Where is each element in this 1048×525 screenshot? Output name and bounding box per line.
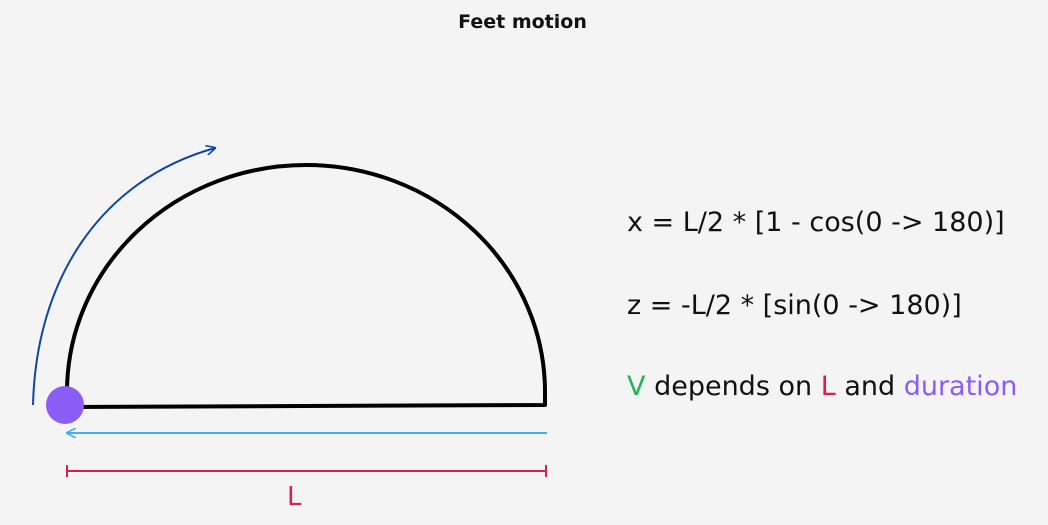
and-text: and bbox=[835, 371, 904, 402]
depends-on-text: depends on bbox=[645, 371, 821, 402]
x-formula: x = L/2 * [1 - cos(0 -> 180)] bbox=[627, 207, 1005, 238]
motion-direction-arrow bbox=[32, 148, 215, 406]
velocity-symbol: V bbox=[627, 371, 646, 402]
length-symbol: L bbox=[820, 371, 836, 402]
duration-word: duration bbox=[903, 371, 1018, 402]
z-formula: z = -L/2 * [sin(0 -> 180)] bbox=[627, 290, 962, 321]
velocity-note: V depends on L and duration bbox=[627, 371, 1017, 402]
length-dimension-line bbox=[66, 465, 547, 477]
foot-trajectory-path bbox=[65, 163, 547, 409]
foot-position-dot bbox=[46, 386, 84, 424]
diagram-title: Feet motion bbox=[458, 11, 587, 33]
length-label: L bbox=[287, 482, 302, 512]
